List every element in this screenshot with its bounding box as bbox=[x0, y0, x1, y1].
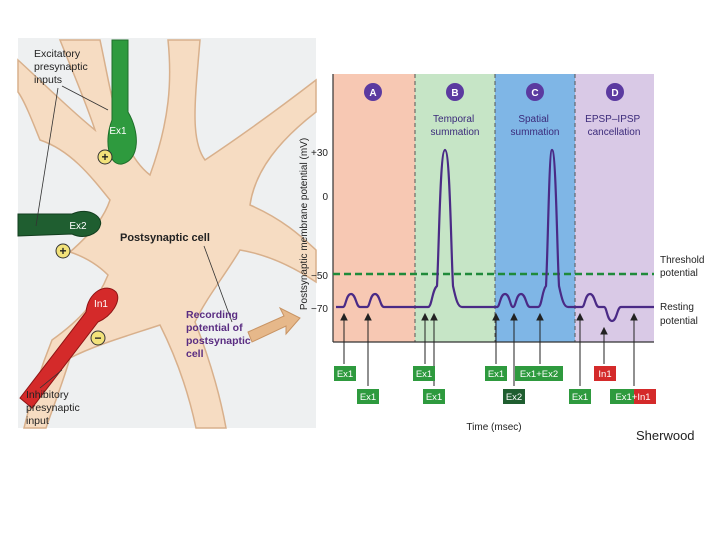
credit-sherwood: Sherwood bbox=[636, 428, 695, 443]
x-axis-label: Time (msec) bbox=[466, 422, 521, 433]
excitatory-leader-line bbox=[35, 87, 59, 227]
panel-d-badge bbox=[606, 83, 624, 101]
excitatory-synapse-plus-icon bbox=[97, 149, 113, 165]
ytick-minus50: −50 bbox=[311, 271, 328, 282]
panel-b-title: Temporal summation bbox=[431, 114, 480, 138]
resting-potential-label: Resting potential bbox=[660, 302, 698, 327]
ex2-terminal-label: Ex2 bbox=[69, 221, 87, 232]
inhibitory-synapse-minus-icon bbox=[90, 330, 106, 346]
panel-c-letter: C bbox=[531, 88, 538, 99]
stim-label-box bbox=[515, 366, 563, 381]
postsynaptic-cell-body bbox=[17, 39, 317, 429]
panel-a-letter: A bbox=[369, 88, 376, 99]
panel-c-badge bbox=[526, 83, 544, 101]
membrane-potential-graph: A B C D Temporal summation Spatial summa… bbox=[299, 74, 707, 433]
stim-label-box bbox=[634, 389, 656, 404]
panel-d-title: EPSP–IPSP cancellation bbox=[585, 114, 643, 138]
panel-a-badge bbox=[364, 83, 382, 101]
stim-label-box bbox=[594, 366, 616, 381]
ex1-plus-sign: + bbox=[101, 150, 108, 164]
threshold-potential-label: Threshold potential bbox=[660, 255, 707, 279]
in1-terminal-label: In1 bbox=[94, 299, 108, 310]
panel-d-background bbox=[575, 74, 654, 342]
stim-label: Ex1 bbox=[488, 369, 504, 380]
ytick-minus70: −70 bbox=[311, 304, 328, 315]
stim-label-box bbox=[569, 389, 591, 404]
excitatory-synapse-plus-icon bbox=[55, 243, 71, 259]
ytick-zero: 0 bbox=[322, 192, 328, 203]
stim-label-box bbox=[413, 366, 435, 381]
panel-d-letter: D bbox=[611, 88, 618, 99]
postsynaptic-cell-label: Postsynaptic cell bbox=[120, 232, 210, 244]
stim-label: Ex1 bbox=[572, 392, 588, 403]
stim-label-box bbox=[423, 389, 445, 404]
in1-minus-sign: − bbox=[94, 331, 101, 345]
panel-c-title: Spatial summation bbox=[511, 114, 560, 138]
excitatory-leader-line bbox=[61, 85, 109, 111]
in1-terminal bbox=[19, 287, 119, 409]
stim-label: Ex1 bbox=[416, 369, 432, 380]
stim-label: Ex1+In1 bbox=[615, 392, 650, 403]
membrane-potential-trace bbox=[336, 148, 654, 323]
recording-electrode-line bbox=[203, 245, 233, 323]
excitatory-inputs-label: Excitatory presynaptic inputs bbox=[34, 48, 91, 86]
stim-label: Ex1 bbox=[426, 392, 442, 403]
recording-arrow bbox=[247, 306, 301, 343]
stim-label: Ex1 bbox=[360, 392, 376, 403]
stim-label-box bbox=[334, 366, 356, 381]
stim-label: In1 bbox=[598, 369, 611, 380]
ex2-terminal bbox=[17, 210, 102, 237]
ex1-terminal-label: Ex1 bbox=[109, 126, 127, 137]
stim-label-box bbox=[503, 389, 525, 404]
stim-label-box bbox=[610, 389, 634, 404]
recording-label: Recording potential of postsynaptic cell bbox=[186, 309, 254, 360]
stim-label: Ex2 bbox=[506, 392, 522, 403]
panel-b-letter: B bbox=[451, 88, 458, 99]
stim-label: Ex1+Ex2 bbox=[520, 369, 558, 380]
stim-label: Ex1 bbox=[337, 369, 353, 380]
inhibitory-input-label: Inhibitory presynaptic input bbox=[26, 389, 83, 427]
stim-label-box bbox=[357, 389, 379, 404]
ex1-terminal bbox=[107, 39, 137, 165]
panel-b-badge bbox=[446, 83, 464, 101]
ytick-plus30: +30 bbox=[311, 148, 328, 159]
inhibitory-leader-line bbox=[39, 369, 63, 389]
ex2-plus-sign: + bbox=[59, 244, 66, 258]
y-axis-label: Postsynaptic membrane potential (mV) bbox=[299, 138, 310, 310]
neuron-illustration: Ex1 Ex2 In1 + + − Excitatory presynaptic… bbox=[17, 38, 317, 429]
stim-label-box bbox=[485, 366, 507, 381]
